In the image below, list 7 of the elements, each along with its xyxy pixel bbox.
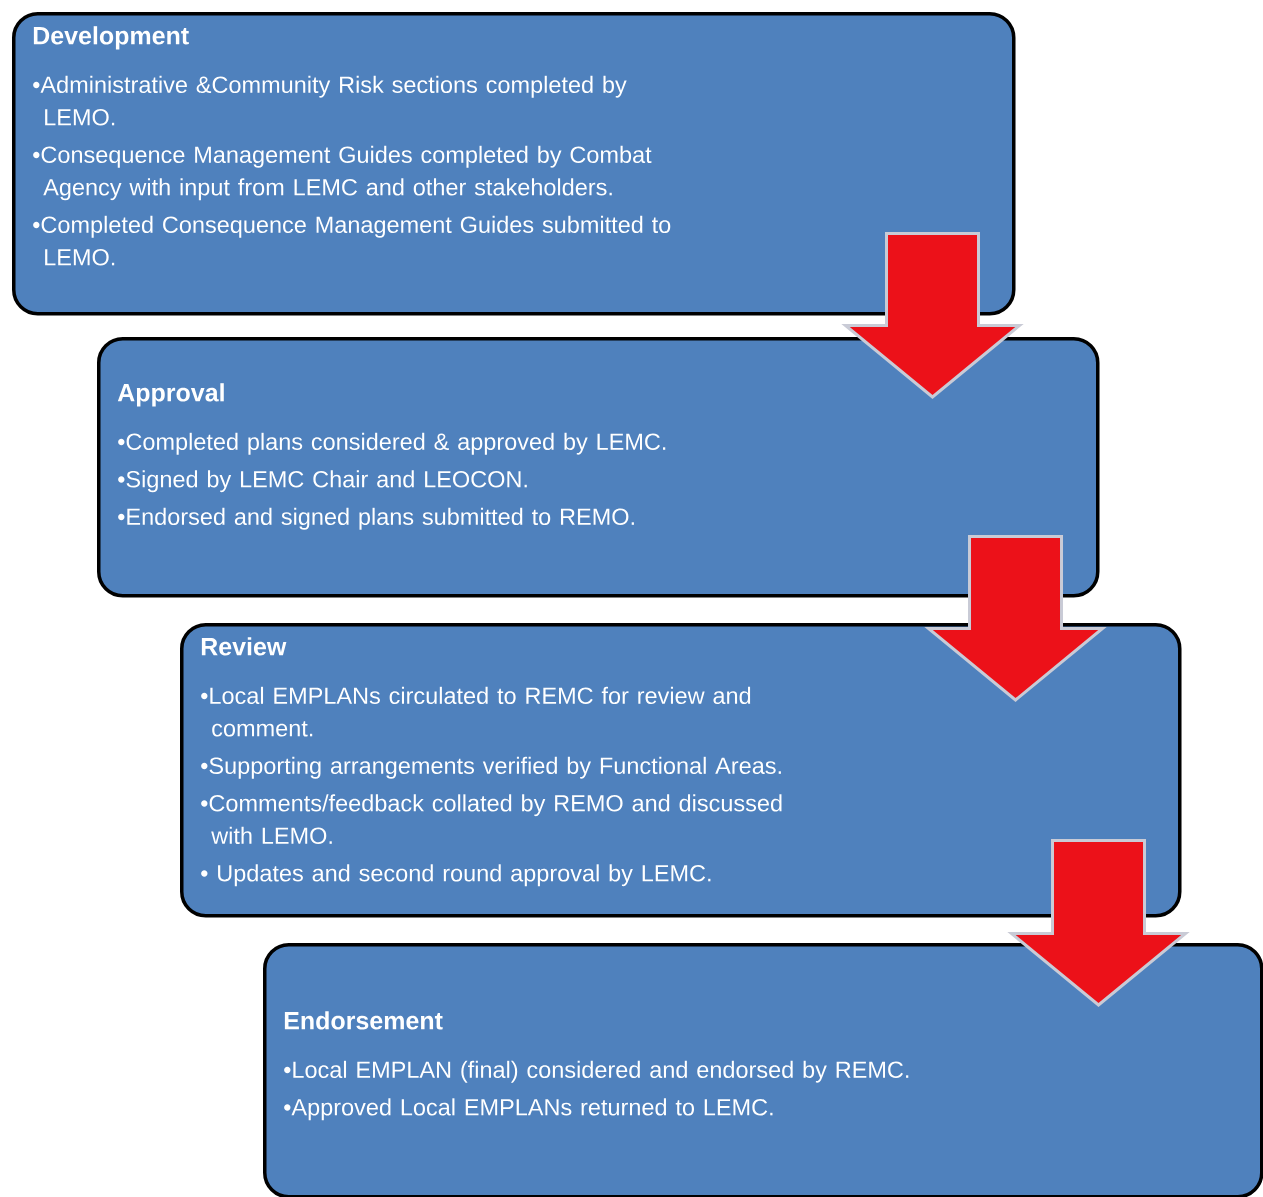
arrow (1007, 839, 1190, 1007)
stage-box: Approval •Completed plans considered & approved by LEMC. •Signed by LEMC Chair and LEOCON. •Endorsed and signed plans submitted to REMO. (97, 337, 1100, 598)
stage-box: Endorsement •Local EMPLAN (final) considered and endorsed by REMC. •Approved Local EMPLANs returned to LEMC. (263, 943, 1263, 1197)
stage-box: Review •Local EMPLANs circulated to REMC for review and comment. •Supporting arrangements verified by Functional Areas. •Comments/feedback collated by REMO and discussed with LEMO. • Updates and second round approval by LEMC. (180, 623, 1182, 918)
arrow (841, 232, 1024, 399)
stage-box: Development •Administrative &Community Risk sections completed by LEMO. •Consequence Management Guides completed by Combat Agency with input from LEMC and other stakeholders. •Completed Consequence Management Guides submitted to LEMO. (12, 12, 1016, 316)
arrow (924, 535, 1107, 702)
